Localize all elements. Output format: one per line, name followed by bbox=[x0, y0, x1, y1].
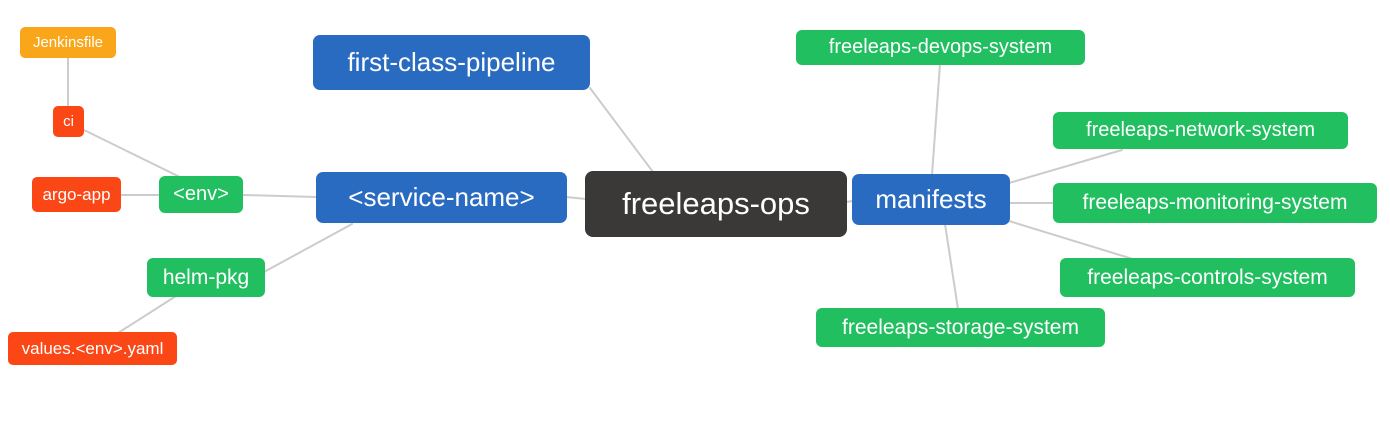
edge-valuesyaml-helmpkg bbox=[117, 295, 177, 334]
node-freeleaps-ops[interactable]: freeleaps-ops bbox=[585, 171, 847, 237]
edge-pipeline-ops bbox=[589, 87, 654, 173]
edge-manifests-controls bbox=[1008, 220, 1137, 261]
node-jenkinsfile[interactable]: Jenkinsfile bbox=[20, 27, 116, 58]
node-first-class-pipeline[interactable]: first-class-pipeline bbox=[313, 35, 590, 90]
node-freeleaps-monitoring-system[interactable]: freeleaps-monitoring-system bbox=[1053, 183, 1377, 223]
edge-env-servicename bbox=[242, 194, 318, 198]
edge-ops-manifests bbox=[845, 200, 854, 203]
node-manifests[interactable]: manifests bbox=[852, 174, 1010, 225]
node-freeleaps-storage-system[interactable]: freeleaps-storage-system bbox=[816, 308, 1105, 347]
edge-manifests-devops bbox=[931, 63, 941, 176]
node-freeleaps-controls-system[interactable]: freeleaps-controls-system bbox=[1060, 258, 1355, 297]
node-env[interactable]: <env> bbox=[159, 176, 243, 213]
edge-helmpkg-servicename bbox=[263, 223, 353, 273]
node-freeleaps-devops-system[interactable]: freeleaps-devops-system bbox=[796, 30, 1085, 65]
edge-manifests-network bbox=[1008, 149, 1123, 184]
node-values-env-yaml[interactable]: values.<env>.yaml bbox=[8, 332, 177, 365]
node-argo-app[interactable]: argo-app bbox=[32, 177, 121, 212]
node-service-name[interactable]: <service-name> bbox=[316, 172, 567, 223]
edge-servicename-ops bbox=[565, 196, 587, 200]
node-freeleaps-network-system[interactable]: freeleaps-network-system bbox=[1053, 112, 1348, 149]
edge-manifests-storage bbox=[944, 223, 959, 310]
node-ci[interactable]: ci bbox=[53, 106, 84, 137]
edge-ci-env bbox=[83, 129, 187, 181]
node-helm-pkg[interactable]: helm-pkg bbox=[147, 258, 265, 297]
